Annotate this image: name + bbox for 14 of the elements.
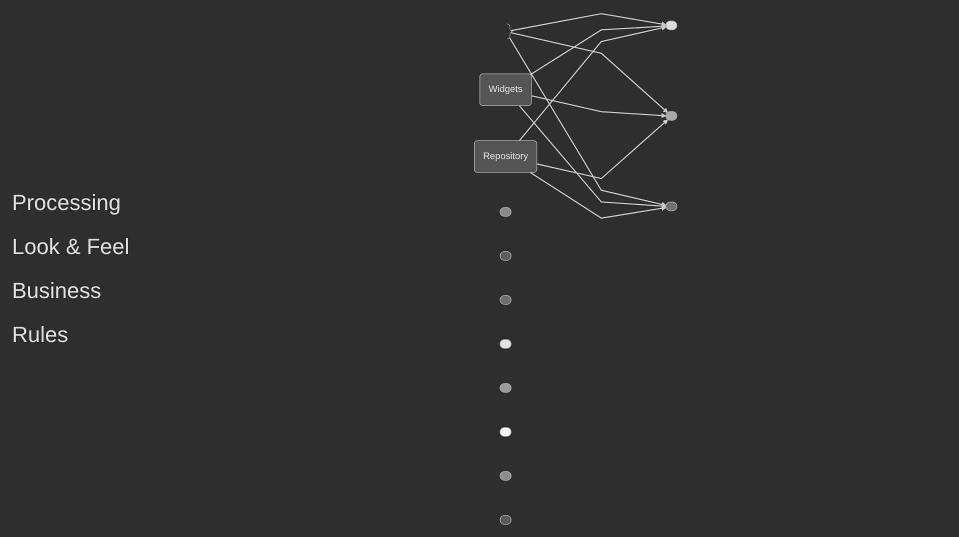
diagram-label: Look & Feel xyxy=(12,234,130,260)
diagram-label: Business xyxy=(12,278,102,304)
arrow xyxy=(510,32,668,112)
diagram-label: Processing xyxy=(12,190,122,216)
arrow xyxy=(531,94,666,118)
arrow xyxy=(510,12,666,31)
arrow xyxy=(518,24,666,141)
arrow xyxy=(518,104,666,208)
arrow xyxy=(536,118,668,179)
arrow xyxy=(509,37,666,206)
diagram-label: Rules xyxy=(12,322,70,348)
arrow xyxy=(530,23,666,75)
arrow xyxy=(530,172,666,218)
node-brace xyxy=(506,23,514,38)
